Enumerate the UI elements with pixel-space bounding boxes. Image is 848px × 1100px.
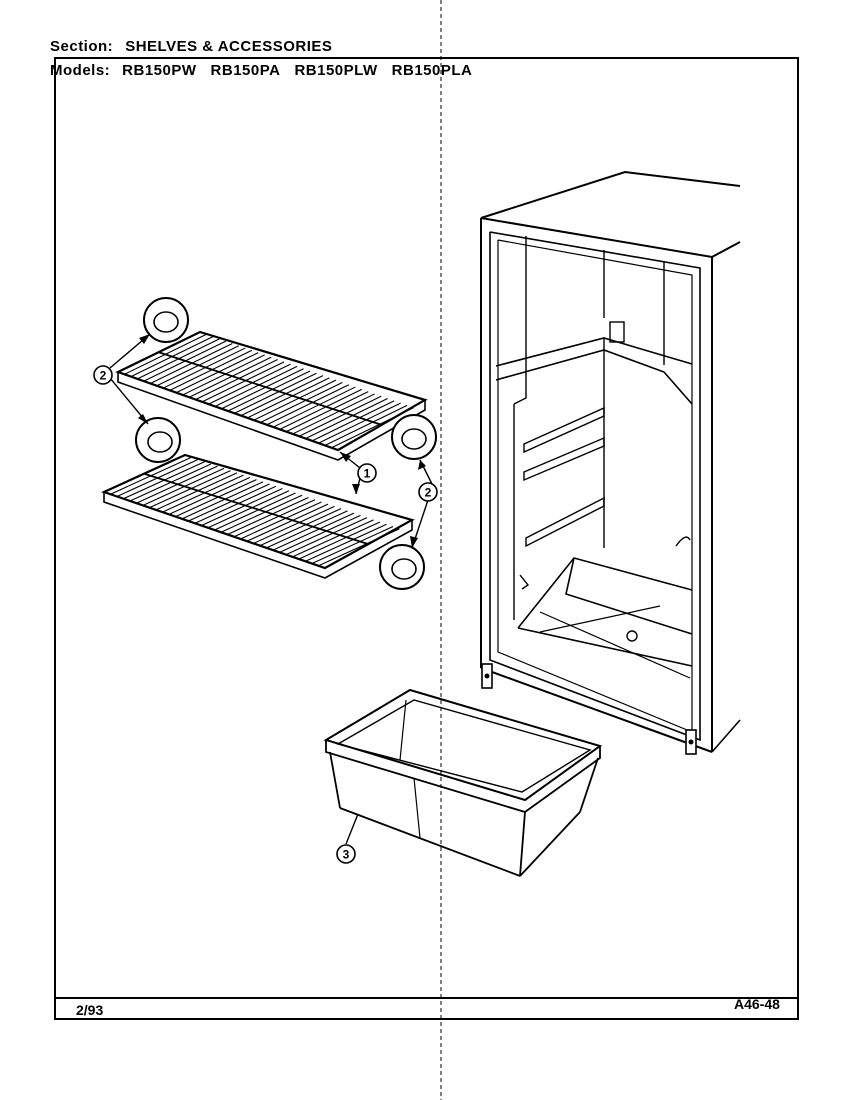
shelf-wire [201, 361, 285, 403]
shelf-wire [240, 375, 324, 417]
shelf-wire [169, 349, 253, 391]
callout-leaders [109, 333, 433, 845]
section-label: Section: [50, 38, 114, 55]
shelf-wire [259, 508, 342, 547]
shelf-wire [305, 523, 387, 562]
shelf-wire [221, 368, 304, 410]
shelf-wire [220, 494, 303, 533]
shelf-wire [305, 398, 388, 440]
refrigerator-cabinet [480, 170, 741, 753]
shelf-wire [214, 365, 298, 407]
shelf-wire [234, 372, 317, 414]
shelf-wire [272, 512, 355, 551]
shelf-wire [175, 479, 257, 518]
shelf-wire [149, 470, 231, 509]
shelf-wire [292, 519, 374, 558]
shelf-wire [266, 510, 348, 549]
shelf-wire [311, 526, 394, 565]
shelf-wire [318, 528, 400, 567]
shelf-wire [285, 517, 368, 556]
shelf-wire [253, 505, 335, 544]
shelf-wire [201, 488, 283, 527]
shelf-wire [163, 347, 246, 389]
shelf-wire [279, 514, 361, 553]
shelf-wire [285, 391, 369, 433]
callout-arrowheads [138, 334, 426, 548]
shelf-wire [318, 402, 401, 444]
shelf-wire [253, 379, 337, 421]
shelf-wire [227, 370, 311, 412]
shelf-wire [182, 354, 265, 396]
shelf-wire [260, 381, 343, 423]
callout-shelf-number: 1 [364, 467, 371, 481]
cabinet-feet [481, 663, 697, 755]
shelf-wire [298, 395, 382, 437]
shelf-wire [240, 501, 322, 540]
shelf-wire [188, 483, 270, 522]
shelf-wire [207, 490, 290, 529]
footer-code: A46-48 [734, 996, 780, 1012]
model-number: RB150PLW [294, 62, 378, 79]
shelf-wire [233, 499, 316, 538]
shelf-wire [279, 388, 363, 430]
shelf-wire [292, 393, 375, 435]
callout-crisper-number: 3 [343, 848, 350, 862]
models-header: Models: RB150PW RB150PA RB150PLW RB150PLA [50, 62, 486, 79]
shelf-wire [331, 407, 414, 449]
callout-shelf: 1 [357, 463, 377, 483]
callout-support-right-number: 2 [425, 486, 432, 500]
shelf-wire [273, 386, 356, 428]
shelf-wire [175, 352, 259, 394]
callout-crisper: 3 [336, 844, 356, 864]
upper-shelf [115, 330, 428, 461]
shelf-wire [155, 472, 238, 511]
callout-shelf-support-left: 2 [93, 365, 113, 385]
shelf-wire [194, 485, 277, 524]
diagram-frame [54, 57, 799, 1020]
footer-rule [54, 997, 799, 999]
section-title: SHELVES & ACCESSORIES [125, 38, 333, 55]
callout-shelf-support-right: 2 [418, 482, 438, 502]
shelf-wire [208, 363, 291, 405]
models-label: Models: [50, 62, 111, 79]
section-header: Section: SHELVES & ACCESSORIES [50, 38, 332, 55]
footer-date: 2/93 [76, 1002, 104, 1018]
shelf-wire [266, 384, 350, 426]
model-number: RB150PA [210, 62, 281, 79]
shelf-wire [247, 377, 330, 419]
model-number: RB150PLA [391, 62, 473, 79]
shelf-wire [311, 400, 395, 442]
model-number: RB150PW [122, 62, 197, 79]
shelf-wire [246, 503, 329, 542]
shelf-wire [188, 356, 272, 398]
lower-shelf [101, 453, 415, 579]
shelf-wire [298, 521, 381, 560]
shelf-wire [227, 496, 309, 535]
crisper-drawer [323, 688, 603, 877]
callout-support-left-number: 2 [100, 369, 107, 383]
shelf-wire [168, 476, 251, 515]
shelf-wire [181, 481, 264, 520]
shelf-wire [214, 492, 296, 531]
shelf-wire [195, 359, 278, 401]
shelf-support-detail [135, 297, 437, 590]
shelf-wire [324, 404, 408, 446]
shelf-wire [162, 474, 244, 513]
